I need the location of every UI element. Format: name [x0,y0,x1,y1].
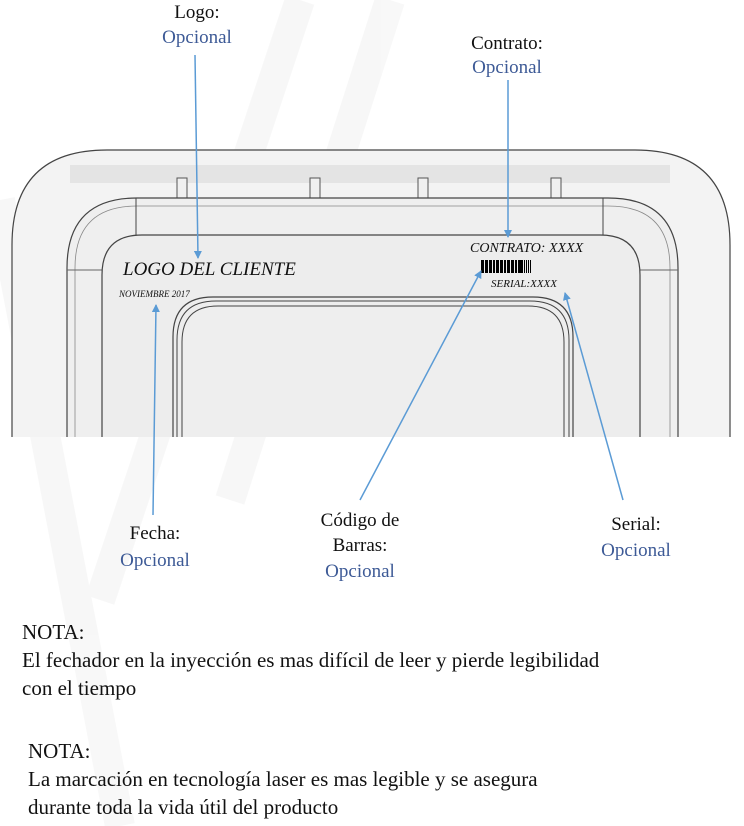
contract-text: CONTRATO: XXXX [470,241,584,256]
fecha-callout-value: Opcional [120,550,190,571]
contrato-callout-value: Opcional [472,57,542,78]
barcode-bar [524,260,525,273]
serial-callout-label: Serial: [611,514,661,535]
barcode-bar [481,260,484,273]
tabs [176,177,562,199]
barcode-bar [511,260,514,273]
barcode-bar [489,260,492,273]
arrows [151,54,624,516]
note-line: La marcación en tecnología laser es mas … [28,767,538,791]
logo-text: LOGO DEL CLIENTE [122,259,296,280]
barcode-bar [515,260,517,273]
arrow-logo [193,54,202,259]
barcode-bar [500,260,503,273]
barcode-bar [496,260,499,273]
note-laser: NOTA: La marcación en tecnología laser e… [28,737,538,821]
note-line: El fechador en la inyección es mas difíc… [22,648,600,672]
note-title: NOTA: [28,739,91,763]
note-injection: NOTA: El fechador en la inyección es mas… [22,618,599,702]
note-line: durante toda la vida útil del producto [28,795,339,819]
fecha-callout-label: Fecha: [130,523,181,544]
codigo-callout-label-2: Barras: [333,535,388,556]
barcode [481,260,531,273]
arrow-serial [563,292,624,501]
codigo-callout-value: Opcional [325,561,395,582]
barcode-bar [485,260,488,273]
window-frame [172,296,574,437]
serial-text: SERIAL:XXXX [491,278,558,290]
logo-callout-label: Logo: [174,2,219,23]
contrato-callout-label: Contrato: [471,33,543,54]
barcode-bar [528,260,529,273]
part-drawing: LOGO DEL CLIENTE NOVIEMBRE 2017 CONTRATO… [11,149,731,437]
note-line: con el tiempo [22,676,137,700]
serial-callout-value: Opcional [601,540,671,561]
codigo-callout-label-1: Código de [321,510,400,531]
barcode-bar [507,260,510,273]
barcode-bar [493,260,495,273]
logo-callout-value: Opcional [162,27,232,48]
arrow-codigo [359,270,482,501]
barcode-bar [504,260,506,273]
arrow-fecha [151,304,160,516]
barcode-bar [530,260,531,273]
barcode-bar [518,260,523,273]
note-title: NOTA: [22,620,85,644]
barcode-bar [526,260,527,273]
date-text: NOVIEMBRE 2017 [118,289,190,299]
